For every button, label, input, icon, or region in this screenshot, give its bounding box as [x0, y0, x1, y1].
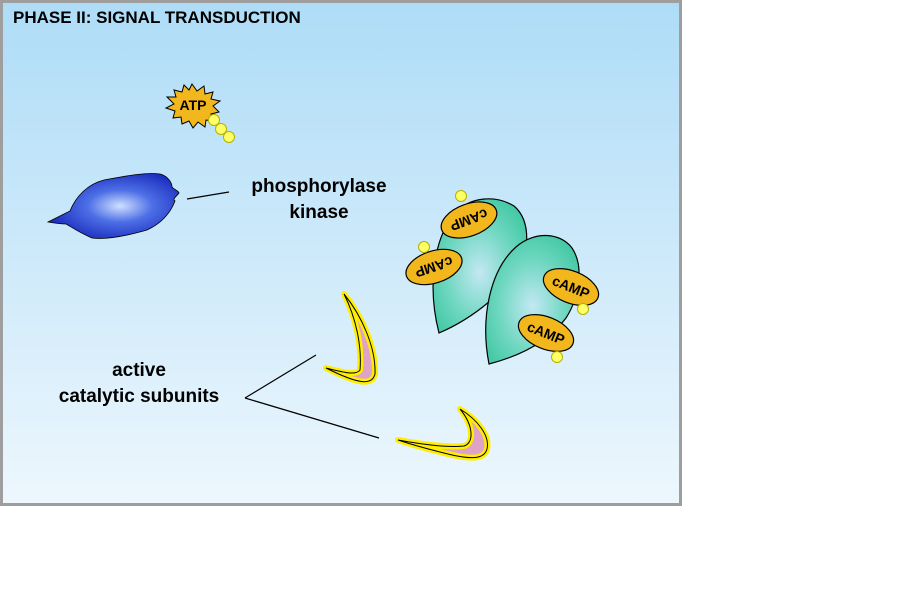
catalytic-pointer-line-upper: [244, 354, 317, 399]
camp-tag-2: cAMP: [400, 242, 468, 292]
catalytic-pointer-line-lower: [244, 397, 380, 439]
phosphate-dot: [418, 241, 430, 253]
phosphate-dot: [551, 351, 563, 363]
phosphate-dot: [208, 114, 220, 126]
kinase-pointer-line: [186, 191, 230, 200]
atp-starburst: [164, 83, 222, 129]
diagram-panel: PHASE II: SIGNAL TRANSDUCTION ATP phosph…: [0, 0, 682, 506]
atp-label: ATP: [180, 97, 207, 113]
kinase-label-line2: kinase: [289, 202, 348, 223]
phosphate-dot: [455, 190, 467, 202]
atp-molecule: ATP: [164, 83, 235, 143]
panel-background: [0, 0, 682, 506]
camp-tag-4: cAMP: [512, 306, 580, 360]
camp-tag-1: cAMP: [435, 194, 503, 246]
phosphate-dot: [215, 123, 227, 135]
diagram-title: PHASE II: SIGNAL TRANSDUCTION: [13, 8, 301, 27]
catalytic-subunit-2-edge: [397, 408, 488, 459]
catalytic-label-line1: active: [112, 360, 166, 381]
kinase-label-line1: phosphorylase: [251, 176, 386, 197]
catalytic-label-line2: catalytic subunits: [59, 386, 220, 407]
camp-tag-3: cAMP: [537, 260, 605, 314]
catalytic-subunit-1-edge: [325, 293, 376, 383]
phosphate-dot: [577, 303, 589, 315]
phosphorylase-kinase-shape: [46, 173, 180, 239]
phosphate-dot: [223, 131, 235, 143]
